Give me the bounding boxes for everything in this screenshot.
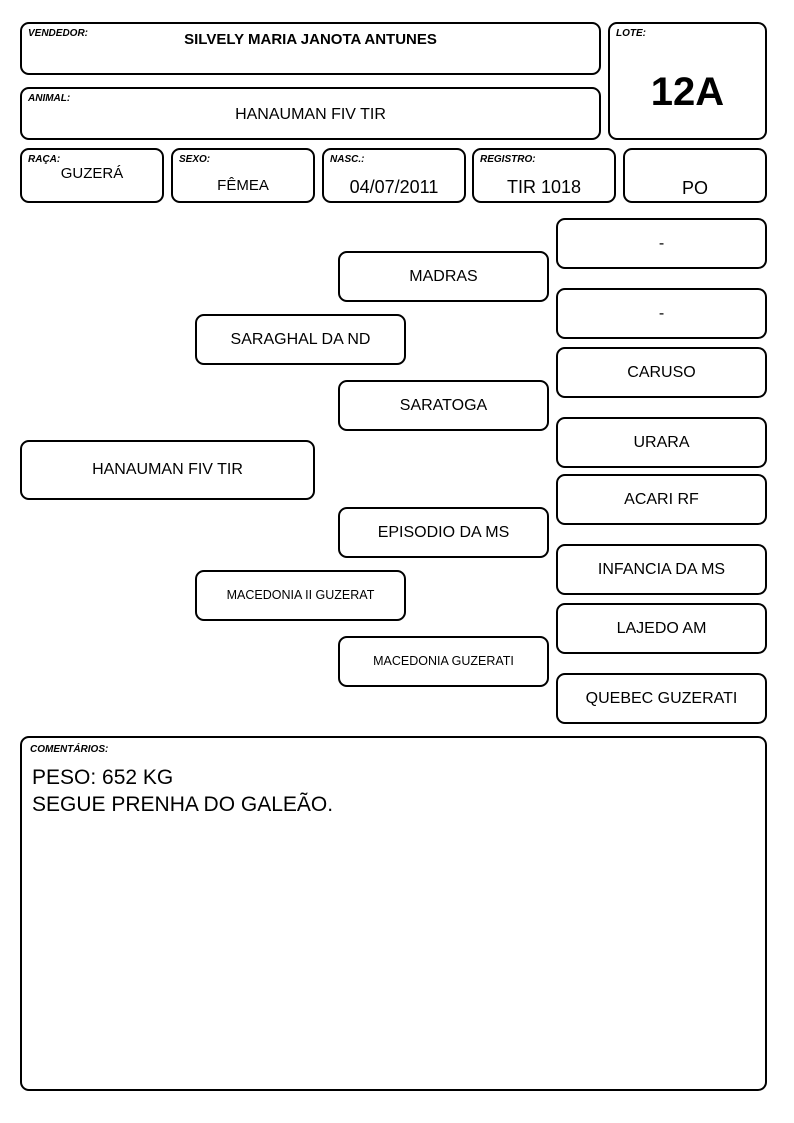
pedigree-sire: SARAGHAL DA ND [195, 314, 406, 365]
comments-line-1: PESO: 652 KG [32, 766, 174, 789]
pedigree-dam-dam: MACEDONIA GUZERATI [338, 636, 549, 687]
pedigree-sire-dam: SARATOGA [338, 380, 549, 431]
raca-value: GUZERÁ [60, 165, 124, 182]
lote-label: LOTE: [616, 28, 646, 39]
registro-label: REGISTRO: [480, 154, 536, 165]
comments-line-2: SEGUE PRENHA DO GALEÃO. [32, 793, 334, 817]
nasc-label: NASC.: [330, 154, 365, 165]
pedigree-ggp-3: CARUSO [556, 347, 767, 398]
sexo-value: FÊMEA [217, 177, 269, 194]
raca-box: RAÇA: GUZERÁ [20, 148, 164, 203]
registro-box: REGISTRO: TIR 1018 [472, 148, 616, 203]
nasc-value: 04/07/2011 [349, 177, 439, 197]
pedigree-ggp-2: - [556, 288, 767, 339]
categoria-box: PO [623, 148, 767, 203]
animal-value: HANAUMAN FIV TIR [235, 106, 386, 123]
pedigree-ggp-4: URARA [556, 417, 767, 468]
sexo-box: SEXO: FÊMEA [171, 148, 315, 203]
pedigree-dam-sire: EPISODIO DA MS [338, 507, 549, 558]
vendedor-value: SILVELY MARIA JANOTA ANTUNES [184, 31, 437, 48]
vendedor-box: VENDEDOR: SILVELY MARIA JANOTA ANTUNES [20, 22, 601, 75]
sexo-label: SEXO: [179, 154, 211, 165]
pedigree-ggp-1: - [556, 218, 767, 269]
comments-box: COMENTÁRIOS: PESO: 652 KG SEGUE PRENHA D… [20, 736, 767, 1091]
pedigree-ggp-6: INFANCIA DA MS [556, 544, 767, 595]
lote-value: 12A [650, 70, 725, 114]
pedigree-ggp-8: QUEBEC GUZERATI [556, 673, 767, 724]
pedigree-ggp-5: ACARI RF [556, 474, 767, 525]
pedigree-ggp-7: LAJEDO AM [556, 603, 767, 654]
categoria-value: PO [681, 178, 708, 198]
animal-box: ANIMAL: HANAUMAN FIV TIR [20, 87, 601, 140]
pedigree-sire-sire: MADRAS [338, 251, 549, 302]
raca-label: RAÇA: [28, 154, 61, 165]
comments-label: COMENTÁRIOS: [30, 744, 109, 755]
lote-box: LOTE: 12A [608, 22, 767, 140]
pedigree-animal: HANAUMAN FIV TIR [20, 440, 315, 500]
animal-label: ANIMAL: [28, 93, 71, 104]
registro-value: TIR 1018 [506, 177, 582, 197]
comments-text: PESO: 652 KG SEGUE PRENHA DO GALEÃO. [32, 764, 333, 819]
vendedor-label: VENDEDOR: [28, 28, 89, 39]
pedigree-dam: MACEDONIA II GUZERAT [195, 570, 406, 621]
nasc-box: NASC.: 04/07/2011 [322, 148, 466, 203]
